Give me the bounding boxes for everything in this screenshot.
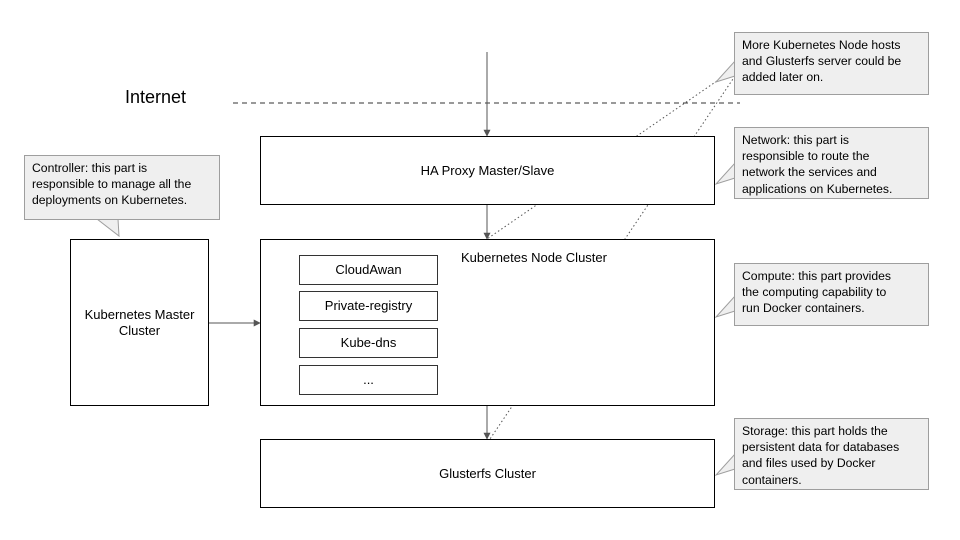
service-private-registry: Private-registry bbox=[299, 291, 438, 321]
controller-callout: Controller: this part is responsible to … bbox=[24, 155, 220, 220]
service-kube-dns: Kube-dns bbox=[299, 328, 438, 358]
node-cluster-label: Kubernetes Node Cluster bbox=[461, 250, 607, 265]
glusterfs-box: Glusterfs Cluster bbox=[260, 439, 715, 508]
master-cluster-label: Kubernetes Master Cluster bbox=[84, 306, 195, 338]
service-label: CloudAwan bbox=[335, 262, 402, 277]
more-hosts-dotted-to-nodes bbox=[486, 71, 731, 240]
service-cloudawan: CloudAwan bbox=[299, 255, 438, 285]
service-label: Kube-dns bbox=[340, 335, 397, 350]
service-label: ... bbox=[363, 372, 374, 387]
service-more: ... bbox=[299, 365, 438, 395]
more-hosts-callout-tail bbox=[714, 59, 736, 84]
internet-label: Internet bbox=[125, 87, 187, 107]
ha-proxy-box: HA Proxy Master/Slave bbox=[260, 136, 715, 205]
controller-callout-tail bbox=[95, 218, 120, 238]
service-label: Private-registry bbox=[324, 298, 413, 313]
master-cluster-box: Kubernetes Master Cluster bbox=[70, 239, 209, 406]
network-callout-tail bbox=[714, 161, 736, 186]
network-callout: Network: this part is responsible to rou… bbox=[734, 127, 929, 199]
ha-proxy-label: HA Proxy Master/Slave bbox=[420, 162, 555, 178]
storage-callout: Storage: this part holds the persistent … bbox=[734, 418, 929, 490]
storage-callout-tail bbox=[714, 452, 736, 477]
compute-callout-tail bbox=[714, 294, 736, 319]
glusterfs-label: Glusterfs Cluster bbox=[439, 465, 536, 481]
more-hosts-callout: More Kubernetes Node hosts and Glusterfs… bbox=[734, 32, 929, 95]
compute-callout: Compute: this part provides the computin… bbox=[734, 263, 929, 326]
